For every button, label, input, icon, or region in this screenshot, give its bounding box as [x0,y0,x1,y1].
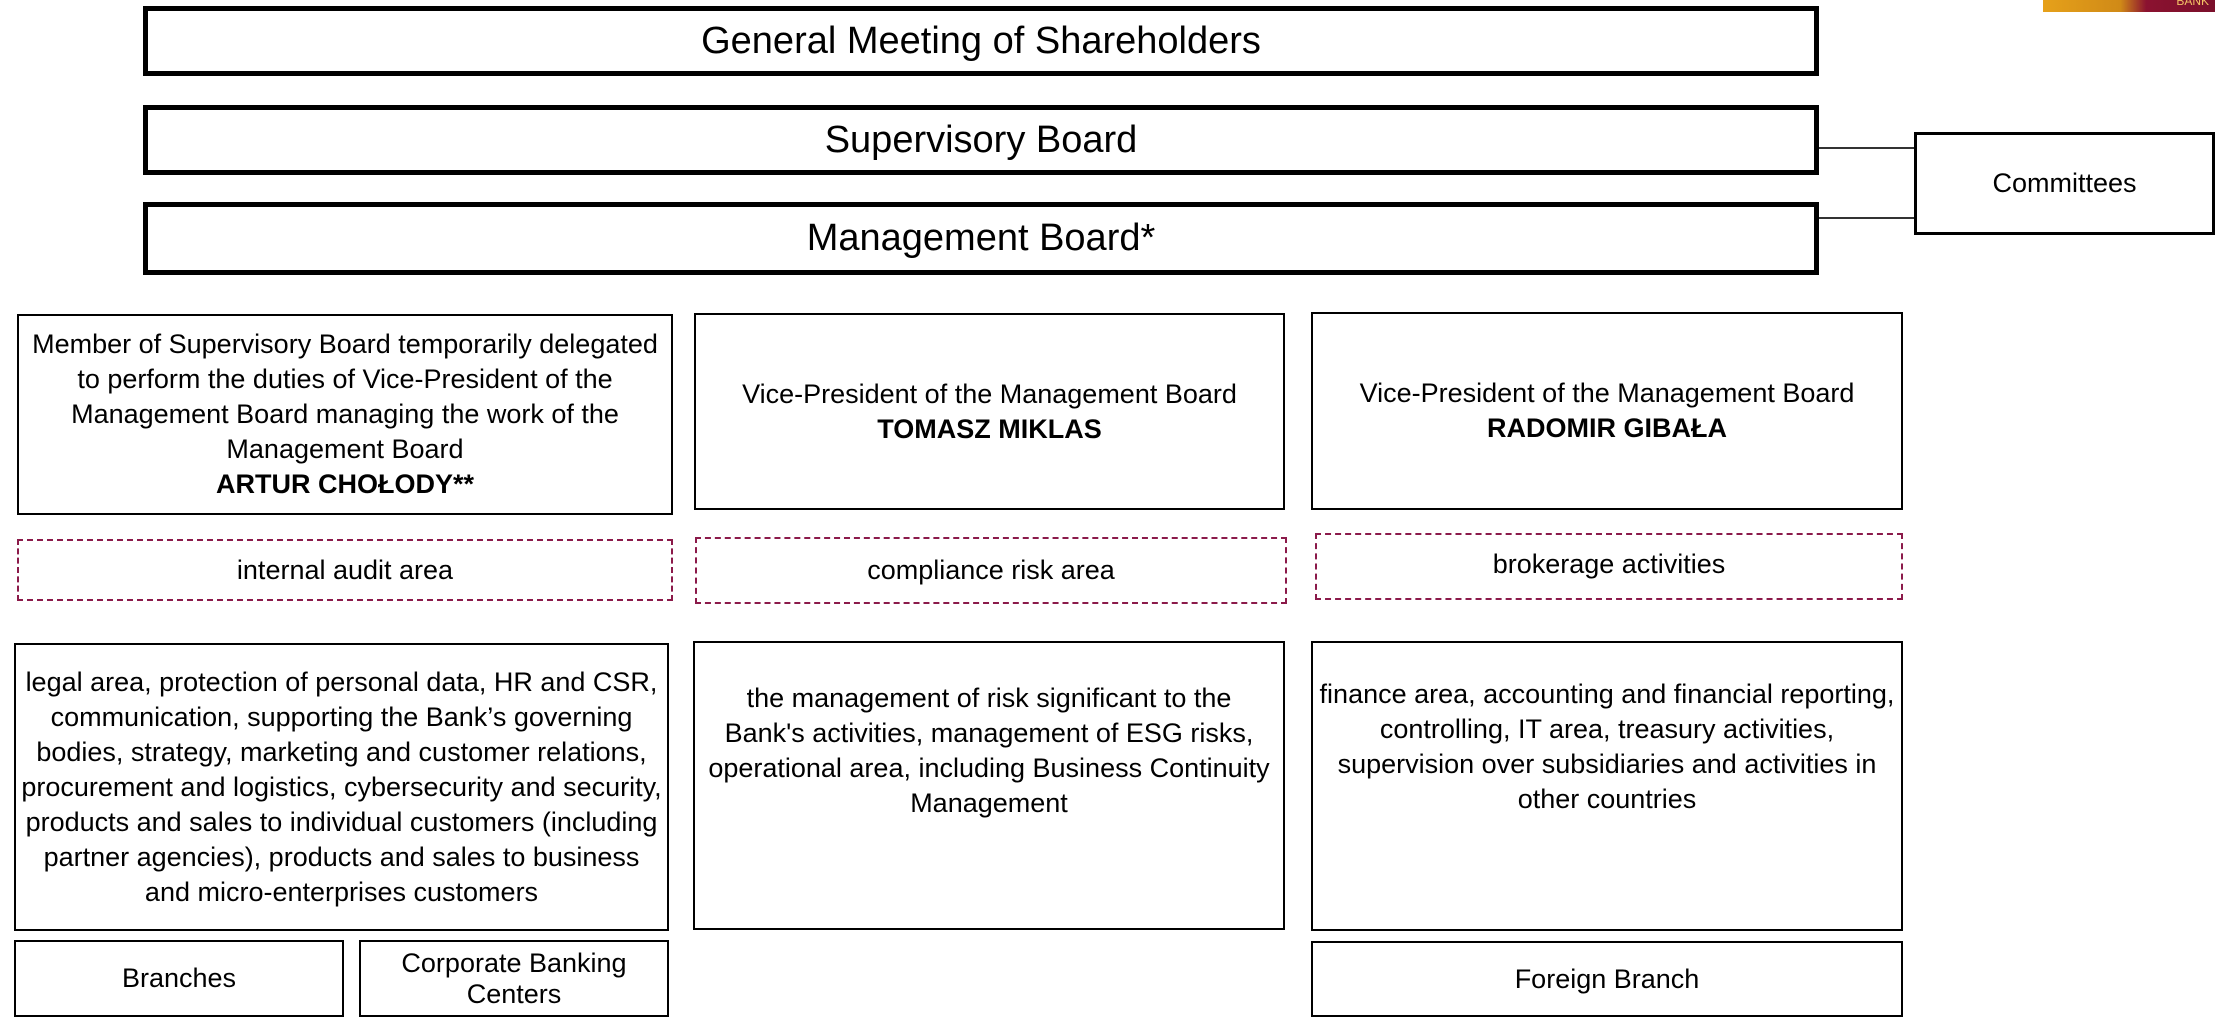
internal-audit-area-box: internal audit area [17,539,673,601]
vp-gibala-responsibilities-box: finance area, accounting and financial r… [1311,641,1903,931]
foreign-branch-box: Foreign Branch [1311,941,1903,1017]
management-board-box: Management Board* [143,202,1819,275]
brokerage-activities-box: brokerage activities [1315,533,1903,600]
vp-gibala-responsibilities-text: finance area, accounting and financial r… [1319,679,1895,814]
compliance-risk-area-label: compliance risk area [867,555,1115,585]
corporate-banking-centers-box: Corporate Banking Centers [359,940,669,1017]
member-responsibilities-text: legal area, protection of personal data,… [21,666,662,907]
vp-miklas-name: TOMASZ MIKLAS [877,413,1102,444]
vp-miklas-responsibilities-box: the management of risk significant to th… [693,641,1285,930]
foreign-branch-label: Foreign Branch [1514,963,1700,994]
supervisory-board-label: Supervisory Board [824,118,1138,161]
supervisory-committees-connector [1819,147,1916,149]
member-name: ARTUR CHOŁODY** [215,469,474,499]
supervisory-board-box: Supervisory Board [143,105,1819,175]
committees-box: Committees [1914,132,2215,235]
vp-miklas-responsibilities-text: the management of risk significant to th… [708,683,1270,818]
management-committees-connector [1819,217,1916,219]
bank-logo: BANK [2043,0,2215,12]
internal-audit-area-label: internal audit area [236,554,454,585]
branches-label: Branches [121,963,237,993]
vp-miklas-role-text: Vice-President of the Management Board [742,378,1237,409]
general-meeting-label: General Meeting of Shareholders [701,19,1261,62]
member-role-text: Member of Supervisory Board temporarily … [32,329,658,464]
compliance-risk-area-box: compliance risk area [695,537,1287,604]
vp-gibala-role-text: Vice-President of the Management Board [1359,378,1855,408]
vp-gibala-role-box: Vice-President of the Management Board R… [1311,312,1903,510]
branches-box: Branches [14,940,344,1017]
vp-gibala-name: RADOMIR GIBAŁA [1487,413,1727,443]
management-board-label: Management Board* [806,217,1156,259]
committees-label: Committees [1992,168,2137,198]
member-role-box: Member of Supervisory Board temporarily … [17,314,673,515]
general-meeting-box: General Meeting of Shareholders [143,6,1819,76]
vp-miklas-role-box: Vice-President of the Management Board T… [694,313,1285,510]
member-responsibilities-box: legal area, protection of personal data,… [14,643,669,931]
brokerage-activities-label: brokerage activities [1492,549,1726,579]
corporate-banking-centers-label: Corporate Banking Centers [401,947,627,1009]
